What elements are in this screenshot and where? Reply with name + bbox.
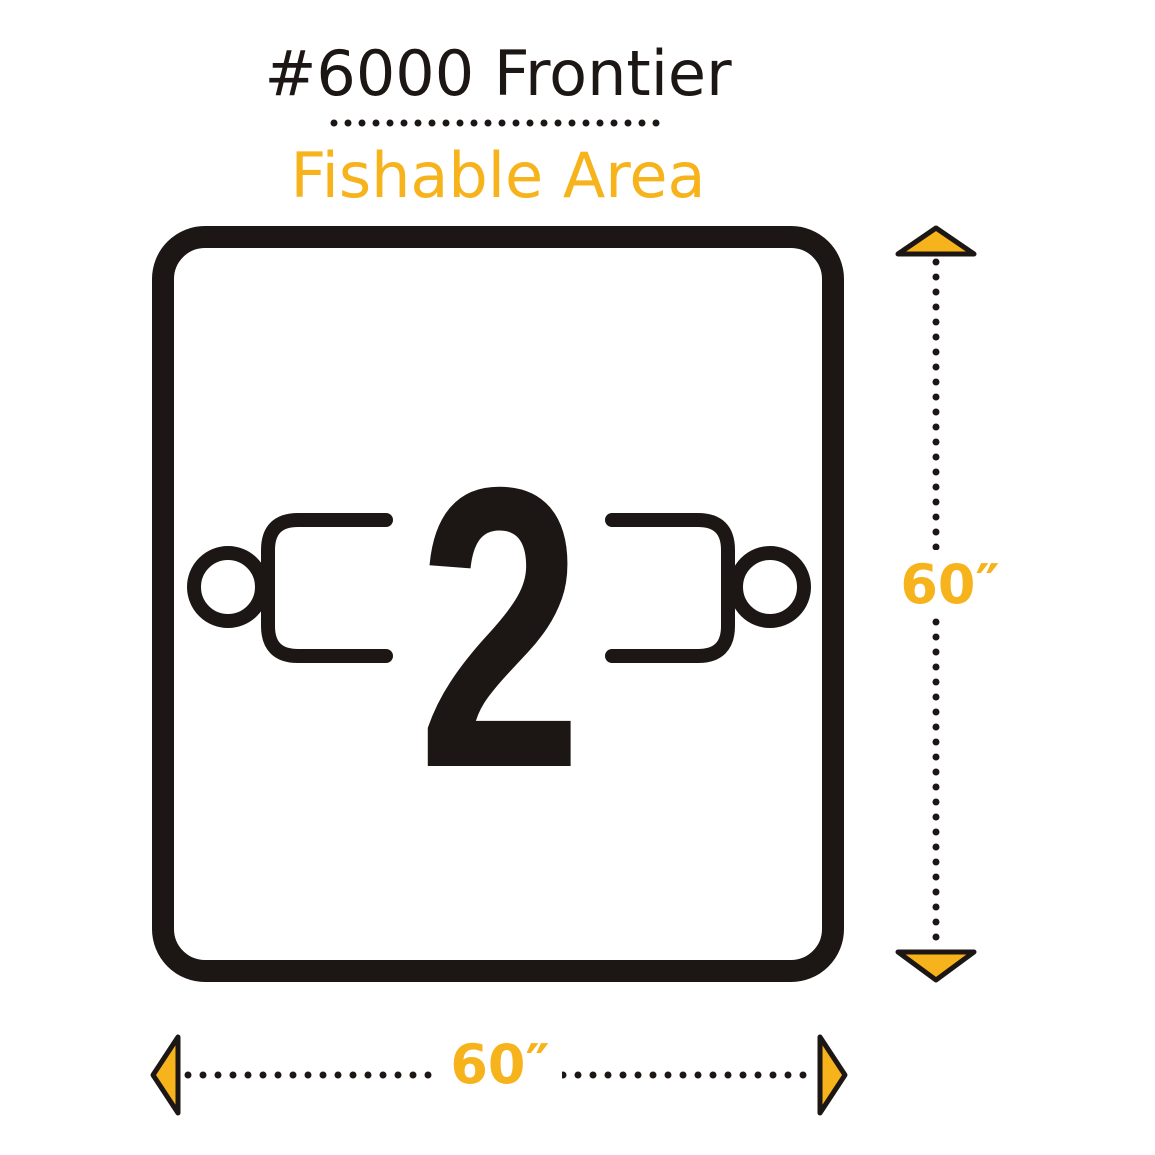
triangle-down-icon <box>895 949 977 983</box>
triangle-left-icon <box>150 1034 181 1116</box>
oar-bracket-right <box>605 513 735 663</box>
height-label-backdrop <box>892 550 1016 612</box>
width-label: 60″ <box>450 1033 549 1096</box>
triangle-right-icon <box>817 1034 848 1116</box>
seat-count: 2 <box>418 404 583 851</box>
oarlock-ring-icon-right <box>729 546 811 628</box>
triangle-up-icon <box>895 225 977 257</box>
boat-outline <box>152 226 844 982</box>
area-label: Fishable Area <box>290 139 705 212</box>
model-title: #6000 Frontier <box>264 37 732 110</box>
height-label: 60″ <box>900 553 999 616</box>
oar-bracket-left <box>261 513 393 663</box>
width-label-backdrop <box>438 1040 562 1102</box>
